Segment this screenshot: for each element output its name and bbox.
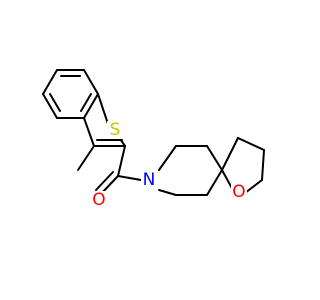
ring-oxygen-label-bg bbox=[231, 183, 247, 201]
molecule-structure: S N O O bbox=[42, 69, 265, 210]
carbonyl-oxygen-label-bg bbox=[91, 191, 107, 209]
bond bbox=[42, 93, 58, 119]
nitrogen-atom-label: N bbox=[143, 170, 156, 190]
bond bbox=[83, 93, 99, 119]
bond bbox=[221, 137, 239, 171]
bond bbox=[261, 149, 265, 181]
bond bbox=[158, 145, 177, 171]
bond-inner bbox=[80, 93, 92, 112]
bond bbox=[83, 69, 99, 95]
sulfur-atom-label: S bbox=[110, 120, 121, 140]
bond bbox=[42, 69, 58, 95]
ring-oxygen-atom-label: O bbox=[232, 182, 245, 202]
bond bbox=[117, 145, 126, 177]
bond bbox=[206, 169, 223, 196]
atom-labels: S N O O bbox=[91, 120, 247, 210]
bond-double bbox=[95, 171, 114, 191]
bond-inner bbox=[49, 93, 61, 112]
sulfur-label-bg bbox=[107, 121, 121, 139]
bond bbox=[77, 145, 95, 171]
bond bbox=[158, 189, 177, 196]
bond bbox=[237, 137, 265, 151]
bond bbox=[244, 179, 263, 194]
nitrogen-label-bg bbox=[141, 171, 157, 189]
bond bbox=[83, 117, 95, 147]
bond bbox=[206, 145, 223, 171]
carbonyl-oxygen-atom-label: O bbox=[92, 190, 105, 210]
bond bbox=[117, 175, 142, 181]
